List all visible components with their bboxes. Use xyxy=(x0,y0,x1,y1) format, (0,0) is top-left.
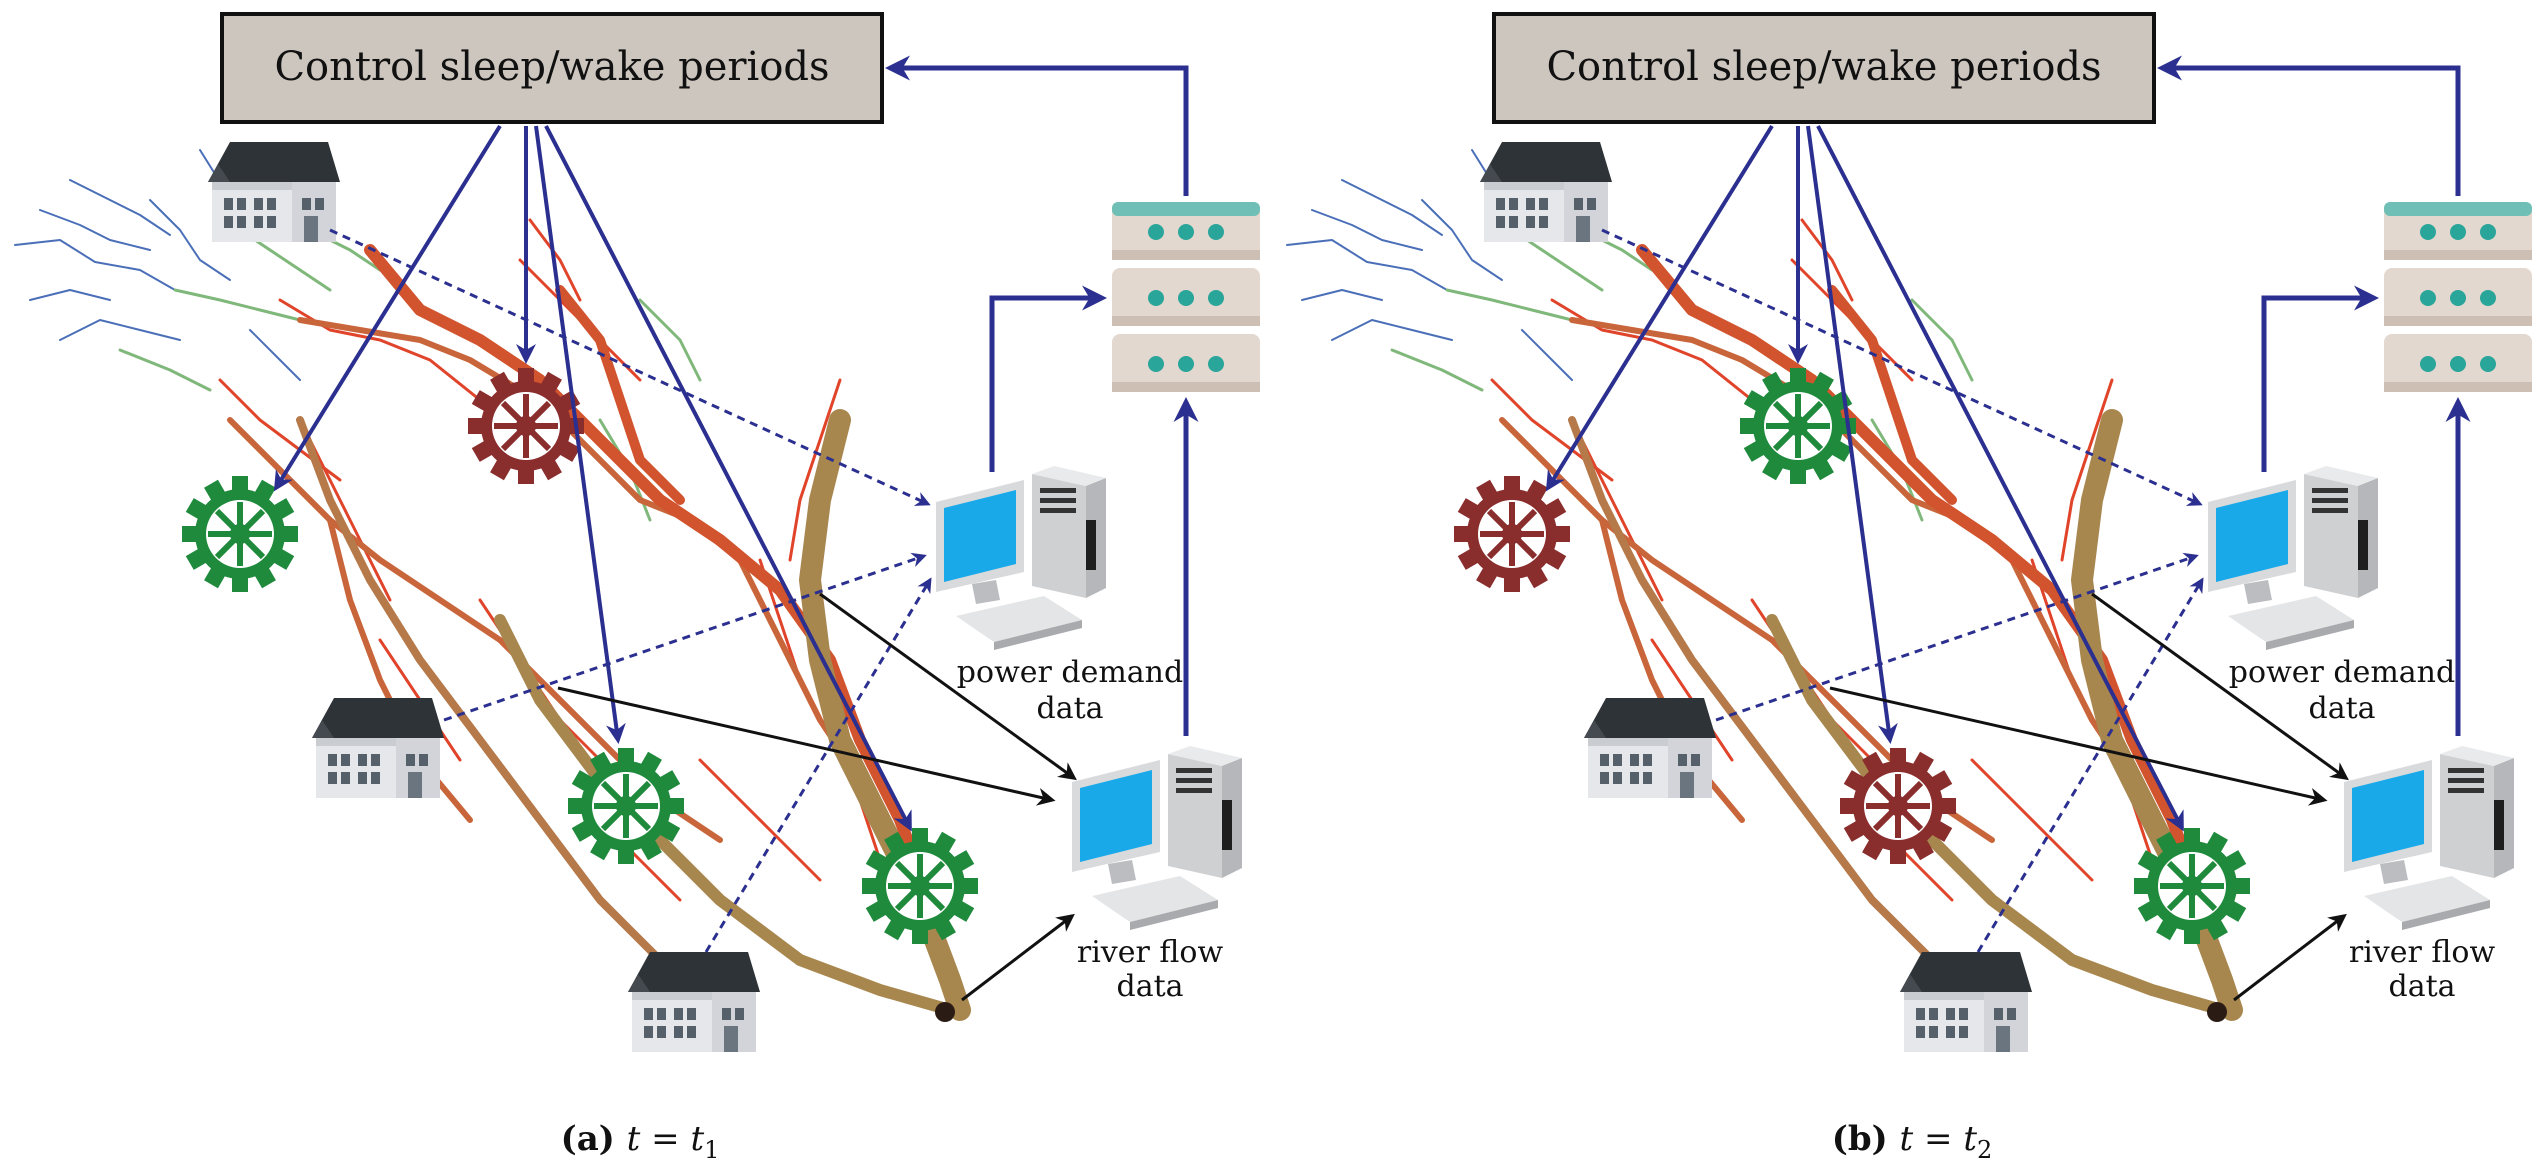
river-network xyxy=(14,149,971,1022)
house-icon xyxy=(1480,142,1612,242)
panel-caption: (b) t = t2 xyxy=(1832,1119,1993,1164)
turbine-gear-icon xyxy=(568,748,684,864)
turbine-gear-icon xyxy=(1454,476,1570,592)
server-icon xyxy=(2384,202,2532,392)
river-flow-label: river flow xyxy=(2349,935,2496,970)
demand-data-arrows xyxy=(1601,228,2204,953)
panel-caption: (a) t = t1 xyxy=(561,1119,720,1164)
control-label: Control sleep/wake periods xyxy=(1546,44,2101,90)
flow-data-arrows xyxy=(557,592,1077,1002)
feedback-arrow xyxy=(2157,55,2471,736)
control-box: Control sleep/wake periods xyxy=(1492,12,2156,124)
demand-data-arrows xyxy=(329,228,932,953)
power-demand-label: power demand xyxy=(957,655,1183,690)
house-icon xyxy=(312,698,444,798)
control-arrows xyxy=(1545,124,2184,832)
river-outlet xyxy=(935,1002,955,1022)
computer-icon-power xyxy=(936,466,1106,650)
river-flow-label-data: data xyxy=(1116,969,1183,1004)
river-outlet xyxy=(2207,1002,2227,1022)
turbine-gear-icon xyxy=(862,828,978,944)
turbine-gear-icon xyxy=(182,476,298,592)
power-demand-label: power demand xyxy=(2229,655,2455,690)
house-icon xyxy=(628,952,760,1052)
server-icon xyxy=(1112,202,1260,392)
control-arrows xyxy=(273,124,912,832)
house-icon xyxy=(1900,952,2032,1052)
computer-icon-flow xyxy=(1072,746,1242,930)
river-flow-label: river flow xyxy=(1077,935,1224,970)
power-demand-label-data: data xyxy=(2308,691,2375,726)
house-icon xyxy=(208,142,340,242)
computer-icon-flow xyxy=(2344,746,2514,930)
computer-icon-power xyxy=(2208,466,2378,650)
control-label: Control sleep/wake periods xyxy=(274,44,829,90)
turbine-gear-icon xyxy=(1840,748,1956,864)
feedback-arrow xyxy=(885,55,1199,736)
river-flow-label-data: data xyxy=(2388,969,2455,1004)
turbine-gear-icon xyxy=(1740,368,1856,484)
house-icon xyxy=(1584,698,1716,798)
turbine-gear-icon xyxy=(468,368,584,484)
power-demand-label-data: data xyxy=(1036,691,1103,726)
turbine-gear-icon xyxy=(2134,828,2250,944)
flow-data-arrows xyxy=(1829,592,2349,1002)
river-network xyxy=(1286,149,2243,1022)
control-box: Control sleep/wake periods xyxy=(220,12,884,124)
